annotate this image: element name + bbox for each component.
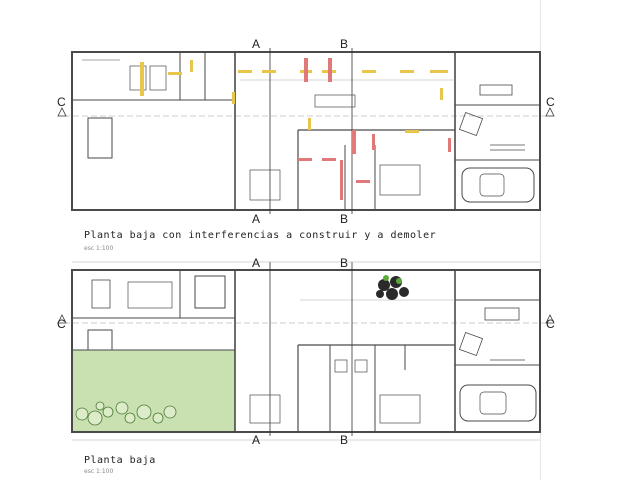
section-c-label-top-left: C [57,95,66,109]
section-c-label-bottom-right: C [546,317,555,331]
plan-bottom-car [459,384,537,422]
plan-top-scale: esc 1:100 [84,245,114,252]
plan-top-bath [87,117,113,159]
section-b-label-top-bottom: B [340,212,349,226]
section-a-label-top: A [252,37,261,51]
plan-bottom-title: Planta baja [84,455,156,466]
section-c-label-bottom-left: C [57,317,66,331]
plan-bottom-outer-wall [71,269,541,433]
plan-top [64,48,546,214]
plan-bottom-shrubs [75,401,177,426]
sheet-margin-line [540,0,541,480]
plan-bottom-tree [376,275,409,300]
plan-top-car [461,167,535,203]
section-a-label-bottom-bottom: A [252,433,261,447]
plan-top-demolish-marks [298,58,451,200]
section-b-label-bottom-bottom: B [340,433,349,447]
section-a-label-top-bottom: A [252,212,261,226]
plan-top-construct-marks [140,60,448,133]
section-c-markers [57,107,555,324]
plan-top-title: Planta baja con interferencias a constru… [84,230,437,241]
section-c-label-top-right: C [546,95,555,109]
section-b-label-top: B [340,37,349,51]
plan-bottom-scale: esc 1:100 [84,468,114,475]
plan-top-outer-wall [71,51,541,211]
plan-bottom [64,261,546,441]
section-b-label-bottom: B [340,256,349,270]
section-a-label-bottom: A [252,256,261,270]
